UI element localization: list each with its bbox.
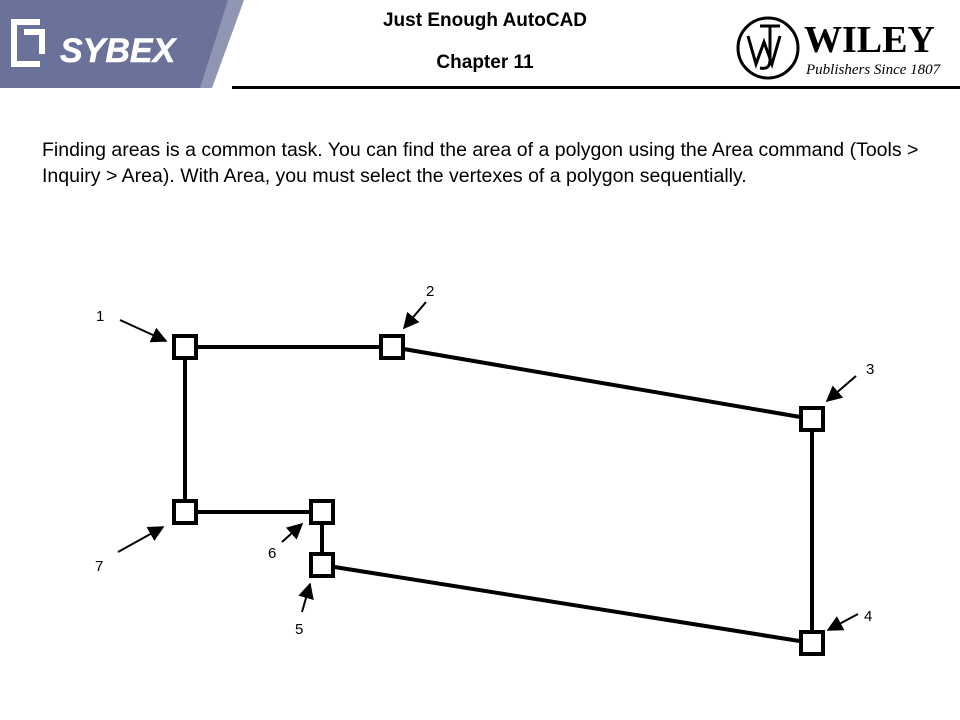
vertex-label-4: 4 xyxy=(864,608,872,625)
vertex-marker-5 xyxy=(309,552,335,578)
vertex-label-1: 1 xyxy=(96,308,104,325)
chapter-title: Chapter 11 xyxy=(436,52,534,73)
sybex-emblem-icon xyxy=(11,19,45,67)
arrow-3 xyxy=(825,375,857,403)
wiley-seal-icon xyxy=(736,16,800,80)
polygon-edges xyxy=(183,345,814,645)
vertex-marker-6 xyxy=(309,499,335,525)
sybex-logo: SYBEX xyxy=(0,0,244,88)
vertex-label-6: 6 xyxy=(268,545,276,562)
wiley-logo: WILEY Publishers Since 1807 xyxy=(736,16,942,80)
vertex-label-5: 5 xyxy=(295,621,303,638)
arrow-6 xyxy=(281,522,304,543)
arrow-2 xyxy=(402,301,427,330)
arrow-5 xyxy=(298,582,314,613)
vertex-marker-7 xyxy=(172,499,198,525)
arrow-4 xyxy=(826,613,859,631)
header-divider xyxy=(232,86,960,89)
page-title: Just Enough AutoCAD xyxy=(382,10,588,31)
vertex-marker-2 xyxy=(379,334,405,360)
vertex-marker-3 xyxy=(799,406,825,432)
vertex-label-7: 7 xyxy=(95,558,103,575)
vertex-marker-1 xyxy=(172,334,198,360)
edge-4-5 xyxy=(321,563,813,645)
body-paragraph: Finding areas is a common task. You can … xyxy=(42,139,919,187)
arrow-1 xyxy=(119,319,168,343)
vertex-marker-4 xyxy=(799,630,825,656)
sybex-wordmark: SYBEX xyxy=(60,32,178,70)
edge-2-3 xyxy=(391,345,813,421)
wiley-wordmark: WILEY xyxy=(804,19,935,61)
vertex-label-3: 3 xyxy=(866,361,874,378)
wiley-tagline: Publishers Since 1807 xyxy=(805,62,942,78)
arrow-7 xyxy=(117,526,165,553)
vertex-label-2: 2 xyxy=(426,283,434,300)
